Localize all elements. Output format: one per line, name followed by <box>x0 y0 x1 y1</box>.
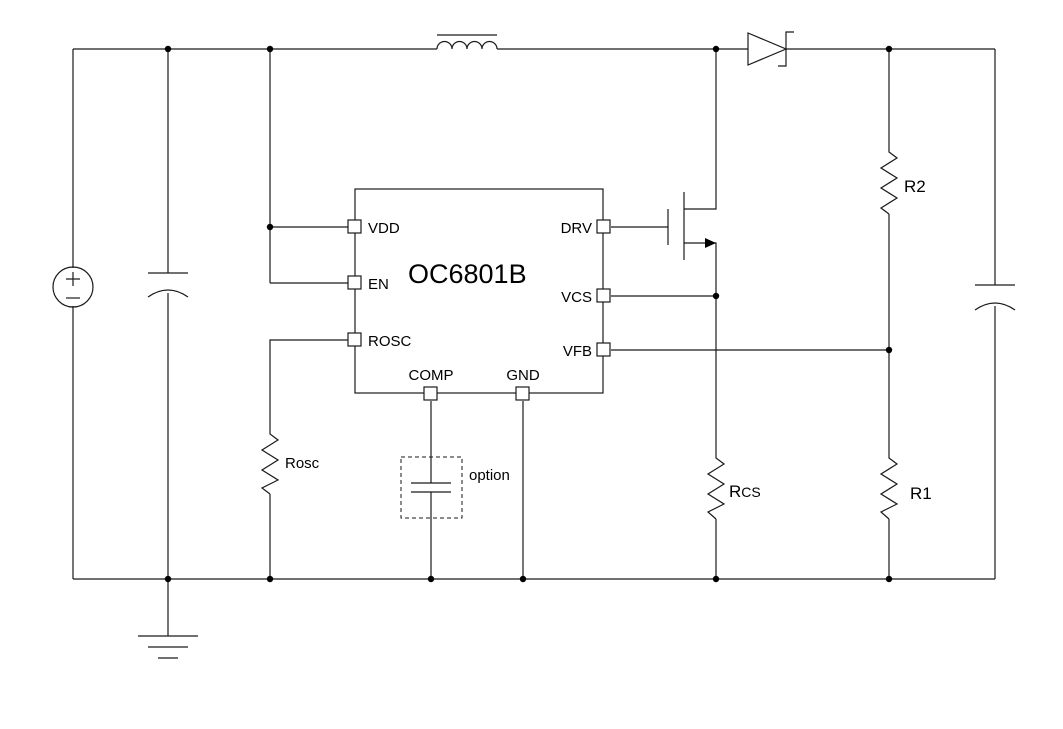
inductor-icon <box>436 34 498 50</box>
pin-label-drv: DRV <box>561 220 592 237</box>
rcs-label-main: R <box>729 482 741 501</box>
pin-label-rosc: ROSC <box>368 333 412 350</box>
r1-label: R1 <box>910 484 932 503</box>
r1-resistor-icon <box>879 454 899 520</box>
pin-label-en: EN <box>368 276 389 293</box>
wires <box>72 48 996 636</box>
rcs-label: RCS <box>729 482 761 501</box>
pin-label-vcs: VCS <box>561 289 592 306</box>
pin-label-comp: COMP <box>409 367 454 384</box>
rcs-label-sub: CS <box>741 484 760 500</box>
pin-label-gnd: GND <box>506 367 540 384</box>
pin-vdd <box>347 219 362 234</box>
rosc-resistor-icon <box>260 430 280 495</box>
chip-name: OC6801B <box>408 259 527 289</box>
rcs-resistor-icon <box>706 454 726 520</box>
junction-dots <box>164 45 893 583</box>
output-capacitor-icon <box>974 284 1016 311</box>
r2-resistor-icon <box>879 148 899 215</box>
ic-chip: OC6801B VDD EN ROSC DRV VCS VFB COMP GND <box>347 188 611 401</box>
pin-comp <box>423 386 438 401</box>
schottky-diode-icon <box>747 31 794 67</box>
pin-gnd <box>515 386 530 401</box>
voltage-source-icon <box>52 266 94 308</box>
mosfet-icon <box>667 192 716 260</box>
input-capacitor-icon <box>147 272 189 298</box>
optional-capacitor-icon <box>400 456 463 519</box>
pin-en <box>347 275 362 290</box>
r2-label: R2 <box>904 177 926 196</box>
pin-rosc <box>347 332 362 347</box>
optional-capacitor-label: option <box>469 467 510 484</box>
rosc-label: Rosc <box>285 455 320 472</box>
pin-drv <box>596 219 611 234</box>
pin-vfb <box>596 342 611 357</box>
pin-vcs <box>596 288 611 303</box>
pin-label-vfb: VFB <box>563 343 592 360</box>
pin-label-vdd: VDD <box>368 220 400 237</box>
ground-icon <box>138 635 198 659</box>
